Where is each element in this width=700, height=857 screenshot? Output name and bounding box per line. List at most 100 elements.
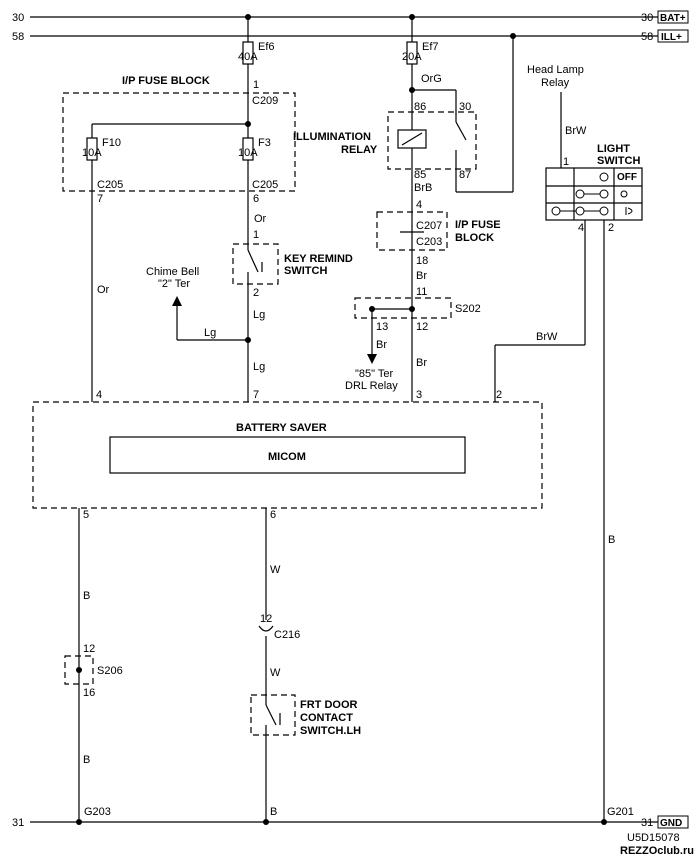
rail-gnd-left-label: 31 — [12, 817, 24, 829]
wire-w2-label: W — [270, 667, 281, 679]
mid-fuse-title-line1: I/P FUSE — [455, 219, 501, 231]
s202-pin12: 12 — [416, 321, 428, 333]
rail-ill-left-label: 58 — [12, 31, 24, 43]
c205-right-label: C205 — [252, 179, 278, 191]
switch-contact-icon — [575, 206, 585, 216]
c203-label: C203 — [416, 236, 442, 248]
switch-off-contact-icon — [599, 172, 609, 182]
relay-pin30: 30 — [459, 101, 471, 113]
s206-pin16: 16 — [83, 687, 95, 699]
relay-pin86: 86 — [414, 101, 426, 113]
c205-left-label: C205 — [97, 179, 123, 191]
light-switch-title-line2: SWITCH — [597, 155, 640, 167]
key-switch-contact — [247, 249, 259, 273]
s206-name: S206 — [97, 665, 123, 677]
splice-s206-dot — [76, 667, 82, 673]
micom-box — [109, 436, 466, 474]
door-switch-box — [250, 694, 296, 736]
switch-contact-icon — [551, 206, 561, 216]
light-switch-title-line1: LIGHT — [597, 143, 630, 155]
junction-dot — [409, 14, 415, 20]
ip-fuse-block-mid — [376, 211, 448, 251]
relay-pin87: 87 — [459, 169, 471, 181]
ef6-pin: 1 — [253, 79, 259, 91]
headlamp-line1: Head Lamp — [527, 64, 584, 76]
illumination-relay-box — [387, 111, 477, 170]
wire-w1-label: W — [270, 564, 281, 576]
chime-line1: Chime Bell — [146, 266, 199, 278]
ground-g203-label: G203 — [84, 806, 111, 818]
wire-lg-top-label: Lg — [253, 309, 265, 321]
s202-pin11: 11 — [416, 286, 427, 298]
saver-pin7: 7 — [253, 389, 259, 401]
parking-lamp-icon — [620, 190, 628, 198]
relay-coil-mark — [401, 132, 423, 146]
ill-tag-box — [657, 29, 689, 43]
mid-fuse-title-line2: BLOCK — [455, 232, 494, 244]
saver-pin2: 2 — [496, 389, 502, 401]
ground-g201-dot — [601, 819, 607, 825]
wire-br2-label: Br — [376, 339, 387, 351]
ip-fuse-block-top — [62, 92, 296, 192]
mid-fuse-pin4: 4 — [416, 199, 422, 211]
f3-pin: 6 — [253, 193, 259, 205]
junction-dot — [510, 33, 516, 39]
ef7-name: Ef7 — [422, 41, 439, 53]
saver-pin4: 4 — [96, 389, 102, 401]
wire-or-mid-label: Or — [254, 213, 267, 225]
relay-title-line1: ILLUMINATION — [293, 131, 371, 143]
splice-s202-dot — [409, 306, 415, 312]
c209-label: C209 — [252, 95, 278, 107]
wire-br1-label: Br — [416, 270, 427, 282]
key-switch-pin1: 1 — [253, 229, 259, 241]
ground-g203-dot — [76, 819, 82, 825]
gnd-tag-box — [657, 815, 689, 829]
saver-pin6: 6 — [270, 509, 276, 521]
arrow-up-icon — [172, 296, 182, 306]
wire-brw-mid-label: BrW — [536, 331, 558, 343]
s206-pin12: 12 — [83, 643, 95, 655]
c216-name: C216 — [274, 629, 300, 641]
switch-contact-icon — [575, 189, 585, 199]
ef6-rating: 40A — [238, 51, 258, 63]
wire-b-left1-label: B — [83, 590, 90, 602]
headlamp-line2: Relay — [541, 77, 570, 89]
f3-name: F3 — [258, 137, 271, 149]
diagram-code: U5D15078 — [627, 832, 680, 844]
c216-connector — [258, 625, 274, 632]
wire-b-left2-label: B — [83, 754, 90, 766]
switch-off-label: OFF — [617, 172, 637, 183]
s202-pin13: 13 — [376, 321, 388, 333]
saver-pin5: 5 — [83, 509, 89, 521]
wire-lg-bottom-label: Lg — [253, 361, 265, 373]
rail-bat-right-label: 30 — [641, 12, 653, 24]
light-switch-box — [545, 167, 643, 221]
wire-b-bottom-label: B — [270, 806, 277, 818]
f3-rating: 10A — [238, 147, 258, 159]
saver-pin3: 3 — [416, 389, 422, 401]
door-switch-line1: FRT DOOR — [300, 699, 357, 711]
relay-pin85: 85 — [414, 169, 426, 181]
gnd-tag: GND — [660, 818, 682, 829]
key-switch-pin2: 2 — [253, 287, 259, 299]
junction-dot — [369, 306, 375, 312]
ground-g201-label: G201 — [607, 806, 634, 818]
wire-br3-label: Br — [416, 357, 427, 369]
key-remind-switch-box — [232, 243, 279, 285]
light-switch-pin4: 4 — [578, 222, 584, 234]
door-switch-contact — [265, 704, 277, 726]
switch-contact-icon — [599, 206, 609, 216]
key-switch-title-line1: KEY REMIND — [284, 253, 353, 265]
wire-org-label: OrG — [421, 73, 442, 85]
junction-dot — [245, 14, 251, 20]
rail-bat-left-label: 30 — [12, 12, 24, 24]
fuse-block-top-title: I/P FUSE BLOCK — [122, 75, 210, 87]
f10-rating: 10A — [82, 147, 102, 159]
c207-label: C207 — [416, 220, 442, 232]
f10-pin: 7 — [97, 193, 103, 205]
s202-name: S202 — [455, 303, 481, 315]
wire-b-right-label: B — [608, 534, 615, 546]
relay-contact — [455, 121, 467, 141]
junction-dot — [245, 121, 251, 127]
junction-dot — [245, 337, 251, 343]
